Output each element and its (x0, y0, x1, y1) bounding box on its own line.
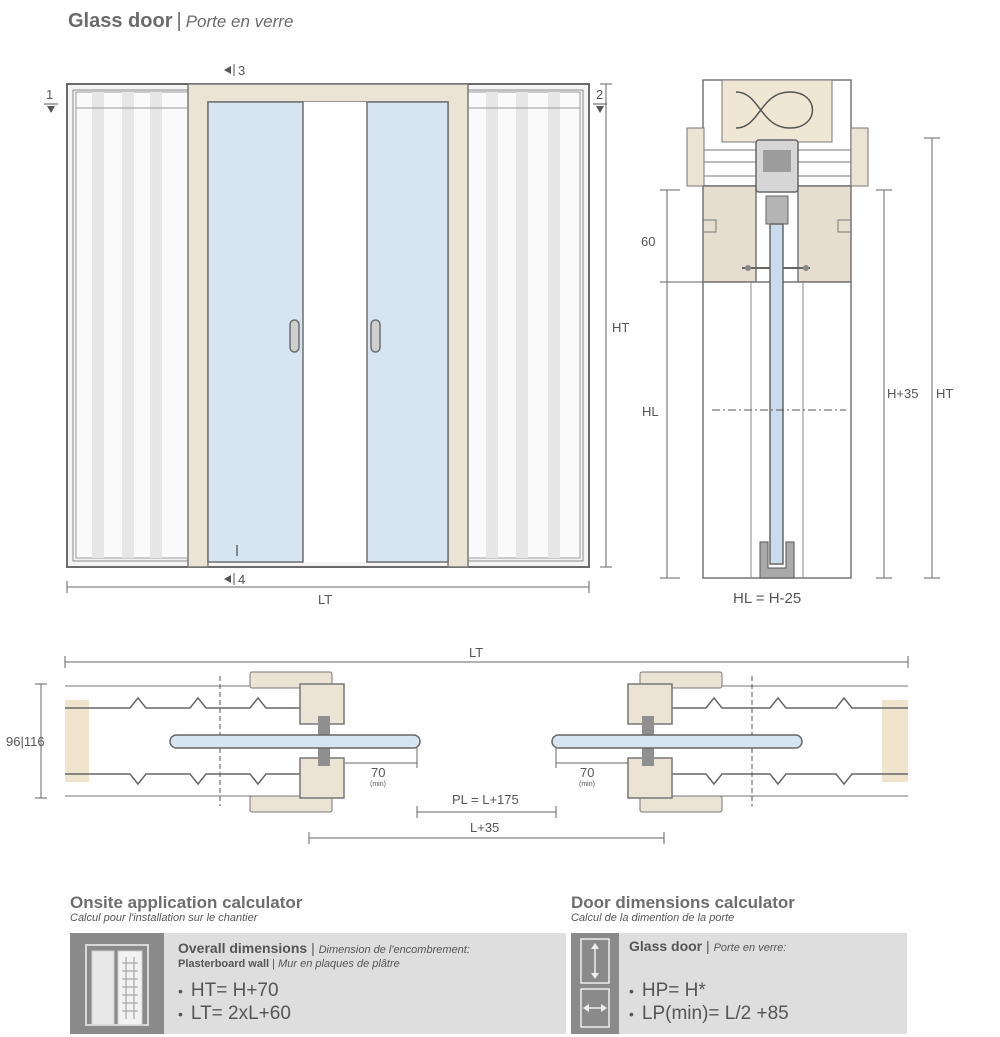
section-view: 60 HL H+35 HT HL = H-25 (641, 79, 953, 607)
right-70-label: 70 (580, 765, 594, 780)
door-calc-title: Door dimensions calculator (571, 893, 795, 912)
door-formula-1: •HP= H* (629, 980, 706, 1001)
glass-sep: | (706, 938, 710, 954)
l35-label: L+35 (470, 820, 499, 835)
door-calc-subtitle: Calcul de la dimention de la porte (571, 912, 735, 924)
page-title: Glass door|Porte en verre (68, 10, 293, 33)
dim-ht-label: HT (936, 386, 953, 401)
overall-dimensions: Overall dimensions | Dimension de l'enco… (178, 940, 470, 956)
pocket-frame-icon (85, 944, 149, 1026)
bullet-icon: • (178, 1006, 183, 1022)
overall-sep: | (311, 940, 315, 956)
dim-hl-label: HL (642, 404, 659, 419)
floor-guide-icon (759, 541, 795, 579)
bullet-icon: • (629, 983, 634, 999)
wall-sep: | (272, 958, 276, 970)
overall-fr: Dimension de l'encombrement: (318, 944, 470, 956)
right-handle-icon (370, 319, 381, 353)
left-handle-icon (289, 319, 300, 353)
plan-view: LT 96|116 70 (min) (6, 645, 909, 844)
insulation-icon (735, 91, 814, 129)
mark-4: 4 (238, 572, 245, 587)
glass-en: Glass door (629, 938, 703, 954)
section-caption: HL = H-25 (733, 590, 801, 607)
onsite-icon-box (70, 933, 164, 1034)
section-marker-4-icon (224, 575, 231, 583)
door-calc-panel: Glass door | Porte en verre: •HP= H* •LP… (571, 933, 907, 1034)
left-glass-panel (207, 101, 304, 563)
door-icon-box (571, 933, 619, 1034)
plasterboard-wall: Plasterboard wall | Mur en plaques de pl… (178, 958, 400, 970)
right-glass-plan (551, 734, 803, 749)
onsite-calc-heading: Onsite application calculator Calcul pou… (70, 893, 302, 924)
overall-en: Overall dimensions (178, 940, 308, 956)
onsite-calc-panel: Overall dimensions | Dimension de l'enco… (70, 933, 566, 1034)
left-70-sub: (min) (370, 781, 386, 788)
ht-label: HT (612, 320, 629, 335)
mark-2: 2 (596, 87, 603, 102)
onsite-calc-title: Onsite application calculator (70, 893, 303, 912)
door-calc-heading: Door dimensions calculator Calcul de la … (571, 893, 795, 924)
bullet-icon: • (178, 983, 183, 999)
onsite-formula-2: •LT= 2xL+60 (178, 1003, 291, 1024)
section-marker-3-icon (224, 66, 231, 74)
left-70-label: 70 (371, 765, 385, 780)
dim-h35-label: H+35 (887, 386, 918, 401)
dim-60-label: 60 (641, 234, 655, 249)
title-separator: | (176, 10, 182, 32)
title-fr: Porte en verre (185, 12, 294, 31)
glass-door-label: Glass door | Porte en verre: (629, 938, 786, 954)
right-70-sub: (min) (579, 781, 595, 788)
mark-3: 3 (238, 63, 245, 78)
door-formula-2: •LP(min)= L/2 +85 (629, 1003, 789, 1024)
section-marker-2-icon (596, 106, 604, 113)
pl-label: PL = L+175 (452, 792, 519, 807)
front-view: 3 4 1 2 HT LT (44, 63, 629, 607)
plan-lt-label: LT (469, 645, 483, 660)
section-marker-1-icon (47, 106, 55, 113)
lt-label: LT (318, 592, 332, 607)
wall-en: Plasterboard wall (178, 958, 270, 970)
left-pocket (75, 91, 189, 559)
bullet-icon: • (629, 1006, 634, 1022)
glass-section (769, 223, 784, 565)
mark-1: 1 (46, 87, 53, 102)
glass-fr: Porte en verre: (713, 942, 787, 954)
onsite-calc-subtitle: Calcul pour l'installation sur le chanti… (70, 912, 258, 924)
title-en: Glass door (68, 10, 173, 32)
plan-thickness-label: 96|116 (6, 734, 45, 749)
dimension-arrows-icon (580, 938, 610, 1028)
wall-fr: Mur en plaques de plâtre (278, 958, 400, 970)
left-glass-plan (169, 734, 421, 749)
onsite-formula-1: •HT= H+70 (178, 980, 279, 1001)
right-pocket (467, 91, 581, 559)
